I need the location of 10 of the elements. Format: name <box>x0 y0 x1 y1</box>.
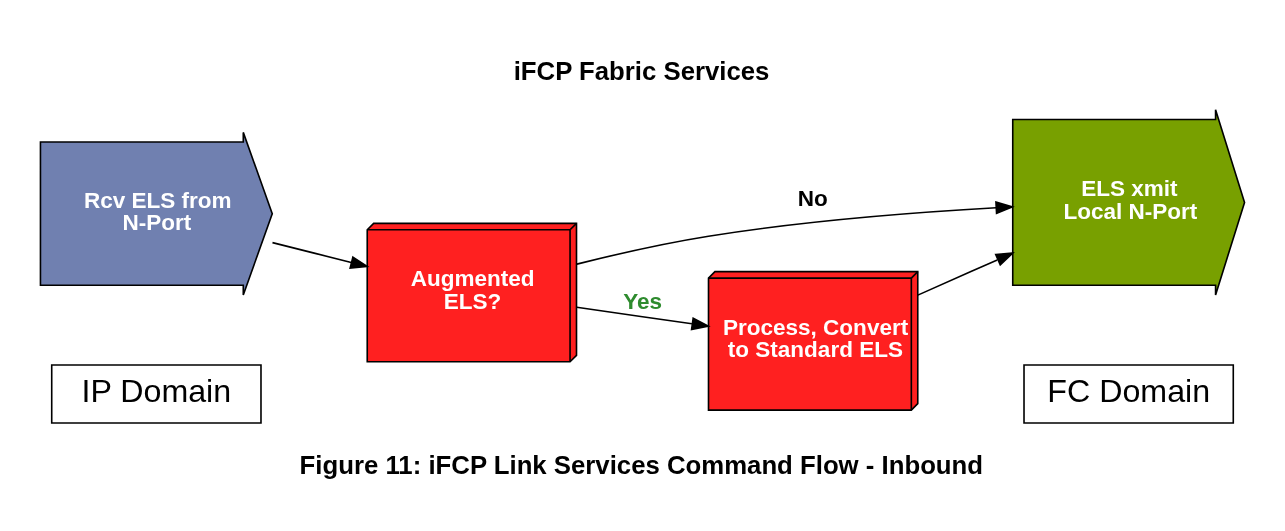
arrow <box>271 241 370 269</box>
node-box: FC Domain <box>1023 363 1235 424</box>
edge-label: No <box>797 185 828 211</box>
diagram-title: iFCP Fabric Services <box>513 56 770 85</box>
caption: Figure 11: iFCP Link Services Command Flow - Inbound <box>299 450 984 479</box>
arrow <box>575 306 711 330</box>
arrow <box>917 251 1015 296</box>
edge-label: Yes <box>623 288 663 314</box>
arrow <box>576 200 1015 265</box>
node-box: IP Domain <box>50 363 262 424</box>
